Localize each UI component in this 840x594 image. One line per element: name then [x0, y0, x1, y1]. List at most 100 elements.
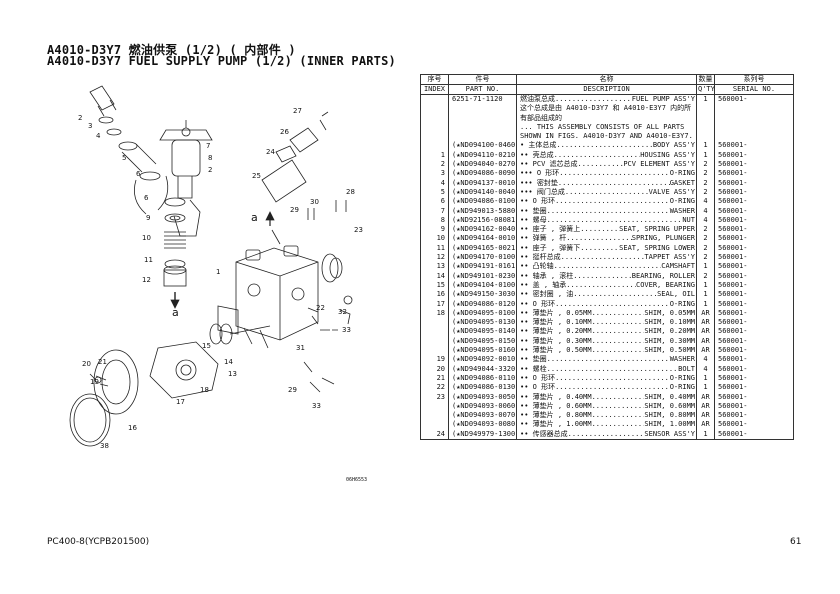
description-en: O-RING	[669, 169, 695, 178]
part-number-cell: (★ND094086-0130)	[448, 383, 517, 393]
part-number-cell: (★ND094140-0040)	[448, 187, 517, 198]
part-number-cell	[448, 113, 517, 123]
description-cell: •• 螺母...................................…	[516, 215, 697, 226]
description-cn: •• O 形环	[520, 197, 556, 206]
description-cn: ••• O 形环	[520, 169, 560, 178]
callout-label: a	[172, 306, 179, 319]
description-cell: •• 螺栓...................................…	[516, 364, 697, 374]
index-cell: 24	[420, 429, 449, 440]
description-cell: •• 薄垫片 , 0.05MM.........................…	[516, 308, 697, 319]
description-cell: 有部品组成的	[516, 113, 697, 123]
part-number-cell: (★ND92156-08081)	[448, 215, 517, 226]
quantity-cell: 1	[696, 150, 715, 161]
table-row: 9(★ND094162-0040)•• 座子 , 弹簧上............…	[420, 225, 794, 235]
description-en: NUT	[682, 215, 695, 224]
description-en: SHIM, 0.80MM	[644, 411, 695, 420]
callout-label: 3	[88, 122, 92, 130]
table-row: 15(★ND094104-0100)•• 盖 , 轴承.............…	[420, 280, 794, 291]
dot-leader: ........................................…	[546, 206, 670, 215]
index-cell: 4	[420, 178, 449, 188]
index-cell	[420, 336, 449, 347]
serial-number-cell: 560001-	[714, 429, 794, 440]
table-row: (★ND094093-0080)•• 薄垫片 , 1.00MM.........…	[420, 420, 794, 430]
description-cn: •• 轴承 , 滚柱	[520, 271, 574, 280]
part-number-cell	[448, 104, 517, 114]
description-en: BOLT	[678, 364, 695, 373]
description-cell: • 主体总成..................................…	[516, 141, 697, 151]
description-en: SEAT, SPRING LOWER	[619, 243, 695, 252]
dot-leader: ........................................…	[564, 187, 649, 196]
description-cn: •• 密封圈 , 油	[520, 290, 574, 299]
description-cell: •• 薄垫片 , 0.30MM.........................…	[516, 336, 697, 347]
table-row: ... THIS ASSEMBLY CONSISTS OF ALL PARTS	[420, 122, 794, 133]
description-cell: •• 密封圈 , 油..............................…	[516, 290, 697, 300]
dot-leader: ........................................…	[555, 299, 670, 308]
callout-label: 9	[146, 214, 150, 222]
serial-number-cell: 560001-	[714, 197, 794, 207]
table-row: (★ND094095-0130)•• 薄垫片 , 0.10MM.........…	[420, 318, 794, 328]
description-en: SHIM, 0.40MM	[644, 392, 695, 401]
quantity-cell	[696, 113, 715, 123]
callout-label: 7	[206, 142, 210, 150]
callout-label: 27	[293, 107, 302, 115]
serial-number-cell: 560001-	[714, 141, 794, 151]
quantity-cell: 4	[696, 355, 715, 365]
description-cell: ••• O 形环................................…	[516, 169, 697, 179]
callout-label: 6	[136, 170, 141, 178]
dot-leader: ........................................…	[560, 253, 645, 262]
dot-leader: ........................................…	[555, 197, 670, 206]
quantity-cell	[696, 132, 715, 142]
serial-number-cell: 560001-	[714, 178, 794, 188]
serial-number-cell: 560001-	[714, 253, 794, 263]
callout-label: 4	[96, 132, 101, 140]
part-number-cell: (★ND094093-0060)	[448, 401, 517, 412]
quantity-cell: 2	[696, 234, 715, 244]
index-cell	[420, 141, 449, 151]
callout-label: 22	[316, 304, 325, 312]
serial-number-cell: 560001-	[714, 327, 794, 337]
quantity-cell: 2	[696, 253, 715, 263]
description-cn: 有部品组成的	[520, 113, 562, 122]
description-cn: •• 薄垫片 , 0.30MM	[520, 336, 592, 345]
description-cell: •• 座子 , 弹簧上.............................…	[516, 225, 697, 235]
table-row: (★ND094095-0150)•• 薄垫片 , 0.30MM.........…	[420, 336, 794, 347]
column-header: 数量	[696, 74, 715, 85]
callout-label: 31	[296, 344, 305, 352]
index-cell: 1	[420, 150, 449, 161]
page-title-english: A4010-D3Y7 FUEL SUPPLY PUMP (1/2) (INNER…	[47, 54, 396, 68]
description-cell: SHOWN IN FIGS. A4010-D3Y7 AND A4010-E3Y7…	[516, 132, 697, 142]
serial-number-cell: 560001-	[714, 383, 794, 393]
callout-label: 15	[202, 342, 211, 350]
table-row: (★ND094095-0140)•• 薄垫片 , 0.20MM.........…	[420, 327, 794, 337]
table-row: 24(★ND949979-1300)•• 传感器总成..............…	[420, 429, 794, 440]
table-header-cn: 序号 件号 名称 数量 系列号	[420, 74, 794, 85]
index-cell: 5	[420, 187, 449, 198]
description-cn: •• 薄垫片 , 0.80MM	[520, 411, 592, 420]
description-cell: •• 壳总成..................................…	[516, 150, 697, 161]
dot-leader: ........................................…	[591, 308, 645, 317]
callout-label: 1	[216, 268, 220, 276]
description-cn: ••• 密封垫	[520, 178, 558, 187]
description-cn: 燃油泵总成	[520, 95, 555, 103]
description-cell: •• 座子 , 弹簧下.............................…	[516, 243, 697, 254]
part-number-cell	[448, 132, 517, 142]
description-en: SEAL, OIL	[657, 290, 695, 299]
description-en: GASKET	[669, 178, 695, 187]
dot-leader: ........................................…	[546, 215, 683, 224]
dot-leader: ........................................…	[591, 392, 645, 401]
table-row: 3(★ND094086-0090)••• O 形环...............…	[420, 169, 794, 179]
index-cell: 16	[420, 290, 449, 300]
description-cn: •• O 形环	[520, 299, 556, 308]
description-cn: •• 垫圈	[520, 355, 547, 364]
description-cell: •• 薄垫片 , 0.60MM.........................…	[516, 401, 697, 412]
quantity-cell: 4	[696, 215, 715, 226]
description-cell: •• 垫圈...................................…	[516, 206, 697, 216]
description-cell: ... THIS ASSEMBLY CONSISTS OF ALL PARTS	[516, 122, 697, 133]
serial-number-cell: 560001-	[714, 225, 794, 235]
part-number-cell: (★ND094095-0100)	[448, 308, 517, 319]
quantity-cell: AR	[696, 327, 715, 337]
serial-number-cell	[714, 113, 794, 123]
index-cell: 7	[420, 206, 449, 216]
description-cn: SHOWN IN FIGS. A4010-D3Y7 AND A4010-E3Y7…	[520, 132, 693, 141]
quantity-cell: 2	[696, 169, 715, 179]
